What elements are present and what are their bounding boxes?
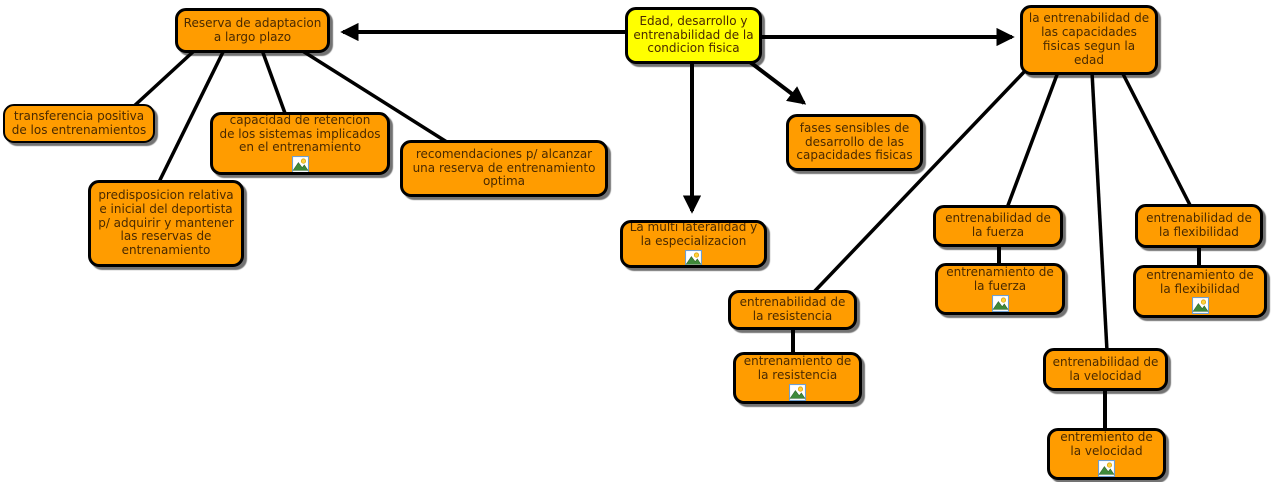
concept-node-entrenabilidad-capacidades-edad[interactable]: la entrenabilidad de las capacidades fis… (1020, 5, 1158, 75)
concept-label: fases sensibles de desarrollo de las cap… (796, 120, 913, 163)
concept-node-recomendaciones[interactable]: recomendaciones p/ alcanzar una reserva … (400, 140, 608, 197)
concept-node-entrenabilidad-velocidad[interactable]: entrenabilidad de la velocidad (1043, 348, 1168, 391)
concept-label: Reserva de adaptacion a largo plazo (183, 15, 322, 44)
concept-node-entrenamiento-fuerza[interactable]: entrenamiento de la fuerza (935, 263, 1065, 315)
link-edad-entrenabilidad-velocidad (1090, 71, 1109, 352)
concept-label: entrenabilidad de la velocidad (1052, 354, 1159, 383)
link-reserva-capacidad (260, 49, 288, 117)
concept-node-transferencia-positiva[interactable]: transferencia positiva de los entrenamie… (3, 104, 155, 143)
image-resource-icon[interactable] (291, 156, 309, 173)
image-resource-icon[interactable] (991, 294, 1009, 312)
link-reserva-predisposicion (156, 49, 226, 185)
concept-node-entrenabilidad-flexibilidad[interactable]: entrenabilidad de la flexibilidad (1135, 204, 1263, 248)
concept-label: entrenamiento de la resistencia (743, 354, 852, 382)
concept-node-entrenamiento-resistencia[interactable]: entrenamiento de la resistencia (733, 352, 862, 404)
image-resource-icon[interactable] (1098, 459, 1115, 477)
concept-node-fases-sensibles[interactable]: fases sensibles de desarrollo de las cap… (786, 114, 923, 171)
concept-label: capacidad de retencion de los sistemas i… (219, 112, 381, 155)
concept-label: predisposicion relativa e inicial del de… (98, 188, 234, 258)
concept-node-entremiento-velocidad[interactable]: entremiento de la velocidad (1047, 428, 1166, 480)
concept-label: la entrenabilidad de las capacidades fis… (1028, 11, 1150, 67)
concept-node-entrenabilidad-fuerza[interactable]: entrenabilidad de la fuerza (933, 205, 1063, 247)
concept-node-predisposicion[interactable]: predisposicion relativa e inicial del de… (88, 180, 244, 267)
concept-label: entremiento de la velocidad (1060, 430, 1153, 458)
image-resource-icon[interactable] (1191, 297, 1209, 315)
link-root-fases (748, 60, 807, 105)
image-resource-icon[interactable] (685, 249, 702, 267)
link-reserva-recomendaciones (300, 48, 451, 146)
concept-node-entrenamiento-flexibilidad[interactable]: entrenamiento de la flexibilidad (1133, 265, 1267, 318)
link-reserva-transferencia (131, 48, 197, 109)
concept-node-capacidad-retencion[interactable]: capacidad de retencion de los sistemas i… (210, 112, 390, 175)
concept-label: entrenabilidad de la fuerza (945, 211, 1051, 239)
link-edad-entrenabilidad-resistencia (810, 70, 1026, 296)
concept-node-entrenabilidad-resistencia[interactable]: entrenabilidad de la resistencia (728, 290, 857, 330)
concept-label: La multi lateralidad y la especializacio… (629, 220, 758, 248)
concept-label: entrenamiento de la fuerza (946, 265, 1054, 293)
concept-node-root[interactable]: Edad, desarrollo y entrenabilidad de la … (625, 7, 762, 64)
concept-label: Edad, desarrollo y entrenabilidad de la … (633, 13, 754, 56)
concept-node-multilateralidad[interactable]: La multi lateralidad y la especializacio… (620, 220, 767, 268)
link-edad-entrenabilidad-flexibilidad (1120, 71, 1193, 208)
link-edad-entrenabilidad-fuerza (1005, 71, 1060, 209)
concept-label: entrenamiento de la flexibilidad (1146, 267, 1254, 296)
concept-label: transferencia positiva de los entrenamie… (11, 108, 147, 137)
image-resource-icon[interactable] (789, 383, 806, 401)
concept-node-reserva-adaptacion[interactable]: Reserva de adaptacion a largo plazo (175, 8, 330, 53)
concept-label: recomendaciones p/ alcanzar una reserva … (412, 146, 596, 189)
concept-label: entrenabilidad de la flexibilidad (1146, 211, 1252, 239)
concept-label: entrenabilidad de la resistencia (739, 295, 846, 323)
